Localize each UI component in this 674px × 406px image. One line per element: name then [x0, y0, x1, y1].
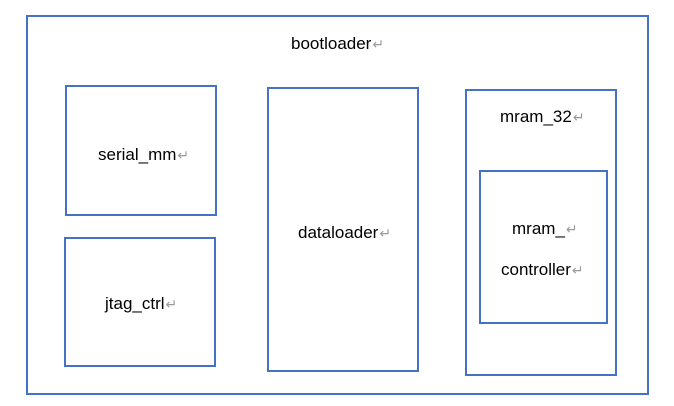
- paragraph-mark-icon: ↵: [379, 225, 392, 241]
- paragraph-mark-icon: ↵: [372, 36, 385, 52]
- dataloader-label-text: dataloader: [298, 223, 379, 242]
- serial-mm-block: [65, 85, 217, 216]
- serial-mm-label-text: serial_mm: [98, 145, 177, 164]
- bootloader-label-text: bootloader: [291, 34, 372, 53]
- serial-mm-label: serial_mm↵: [98, 145, 189, 165]
- dataloader-block: [267, 87, 419, 372]
- mram-controller-label-line-1: mram_↵: [512, 219, 578, 239]
- paragraph-mark-icon: ↵: [165, 296, 178, 312]
- jtag-ctrl-block: [64, 237, 216, 367]
- jtag-ctrl-label-text: jtag_ctrl: [105, 294, 165, 313]
- paragraph-mark-icon: ↵: [177, 147, 190, 163]
- paragraph-mark-icon: ↵: [572, 109, 585, 125]
- mram-32-label: mram_32↵: [500, 107, 585, 127]
- mram-controller-label-text-1: mram_: [512, 219, 565, 238]
- mram-32-label-text: mram_32: [500, 107, 572, 126]
- mram-controller-block: [479, 170, 608, 324]
- dataloader-label: dataloader↵: [298, 223, 391, 243]
- bootloader-label: bootloader↵: [291, 34, 384, 54]
- jtag-ctrl-label: jtag_ctrl↵: [105, 294, 177, 314]
- paragraph-mark-icon: ↵: [571, 262, 584, 278]
- mram-controller-label-text-2: controller: [501, 260, 571, 279]
- mram-controller-label-line-2: controller↵: [501, 260, 584, 280]
- paragraph-mark-icon: ↵: [565, 221, 578, 237]
